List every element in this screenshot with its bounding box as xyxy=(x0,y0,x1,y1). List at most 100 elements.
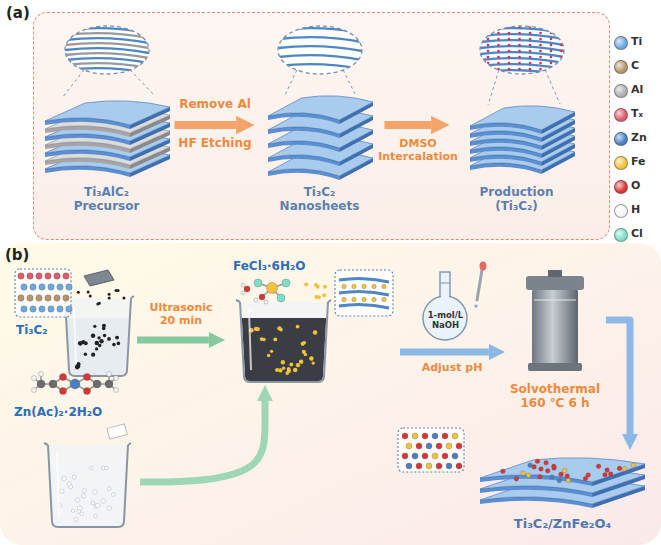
illustration-part xyxy=(518,62,521,65)
illustration-part xyxy=(440,283,450,284)
legend-row: H xyxy=(612,202,658,218)
illustration-part xyxy=(518,56,521,59)
illustration-part xyxy=(416,443,422,449)
illustration-part xyxy=(382,297,386,301)
illustration-part xyxy=(342,284,346,288)
illustration-part xyxy=(514,477,519,482)
illustration-part xyxy=(37,380,45,388)
illustration-part xyxy=(550,62,553,65)
illustration-part xyxy=(72,475,76,479)
illustration-part xyxy=(339,304,389,308)
illustration-part xyxy=(60,388,67,395)
illustration-part xyxy=(550,26,553,29)
illustration-part xyxy=(497,44,500,47)
illustration-part xyxy=(560,32,563,35)
illustration-part xyxy=(412,433,418,439)
illustration-part xyxy=(240,302,328,382)
illustration-part xyxy=(508,68,511,71)
illustration-part xyxy=(114,376,119,381)
illustration-part xyxy=(255,327,259,331)
illustration-part xyxy=(285,371,289,375)
illustration-part xyxy=(93,325,96,328)
illustration-part xyxy=(352,297,356,301)
illustration-part xyxy=(402,453,408,459)
illustration-part xyxy=(557,478,562,483)
step-label: DMSO Intercalation xyxy=(375,137,461,163)
illustration-part xyxy=(296,325,300,329)
illustration-part xyxy=(44,443,131,445)
illustration-part xyxy=(285,70,297,95)
illustration-part xyxy=(518,32,521,35)
illustration-part xyxy=(544,461,549,466)
legend-row: Tₓ xyxy=(612,106,658,122)
label-box: (b) xyxy=(5,246,35,264)
illustration-part xyxy=(48,284,54,290)
illustration-part xyxy=(278,368,282,372)
illustration-part xyxy=(529,32,532,35)
illustration-part xyxy=(560,50,563,53)
illustration-part xyxy=(456,443,462,449)
illustration-part xyxy=(550,56,553,59)
illustration-part xyxy=(91,501,95,505)
process-arrow xyxy=(385,121,432,129)
illustration-part xyxy=(311,361,314,364)
illustration-part xyxy=(539,467,544,472)
illustration-part xyxy=(497,56,500,59)
illustration-part xyxy=(45,273,51,279)
illustration-part xyxy=(97,336,100,339)
illustration-part xyxy=(30,284,36,290)
illustration-part xyxy=(529,56,532,59)
illustration-part xyxy=(254,298,258,302)
illustration-part xyxy=(508,50,511,53)
illustration-part xyxy=(474,304,477,307)
illustration-part xyxy=(32,388,37,393)
illustration-part xyxy=(622,467,627,472)
illustration-part xyxy=(508,38,511,41)
illustration-part xyxy=(501,469,506,474)
illustration-part xyxy=(267,354,270,357)
illustration-part xyxy=(566,478,571,483)
illustration-part xyxy=(539,62,542,65)
legend-swatch xyxy=(614,180,628,194)
illustration-part xyxy=(487,38,490,41)
illustration-part xyxy=(242,318,326,381)
legend-label: O xyxy=(631,179,640,192)
illustration-part xyxy=(103,334,106,337)
illustration-part xyxy=(278,26,362,74)
illustration-part xyxy=(69,485,73,489)
illustration-part xyxy=(559,472,564,477)
illustration-part xyxy=(287,367,291,371)
magnified-view xyxy=(480,26,564,105)
illustration-part xyxy=(39,372,44,377)
illustration-part xyxy=(560,26,563,29)
illustration-part xyxy=(416,463,422,469)
illustration-part xyxy=(65,26,149,74)
illustration-part xyxy=(362,297,366,301)
illustration-part xyxy=(60,489,65,494)
legend-row: Al xyxy=(612,82,658,98)
illustration-part xyxy=(84,270,114,286)
illustration-part xyxy=(273,337,277,341)
legend-row: C xyxy=(612,58,658,74)
illustration-part xyxy=(122,297,125,300)
illustration-part xyxy=(105,466,108,469)
illustration-part xyxy=(548,270,562,277)
illustration-part xyxy=(487,68,490,71)
illustration-part xyxy=(30,306,36,312)
legend-label: Tₓ xyxy=(631,107,643,120)
illustration-part xyxy=(57,453,59,515)
illustration-part xyxy=(532,465,537,470)
illustration-part xyxy=(480,262,487,271)
node-label: Solvothermal 160 ℃ 6 h xyxy=(507,382,603,411)
illustration-part xyxy=(95,347,98,350)
illustration-part xyxy=(254,279,262,287)
illustration-part xyxy=(436,463,442,469)
beaker xyxy=(44,443,131,527)
layered-sheet-stack xyxy=(480,458,645,508)
legend-swatch xyxy=(614,60,628,74)
illustration-part xyxy=(539,68,542,71)
illustration-part xyxy=(521,471,526,476)
illustration-part xyxy=(74,306,76,364)
illustration-part xyxy=(77,365,81,369)
